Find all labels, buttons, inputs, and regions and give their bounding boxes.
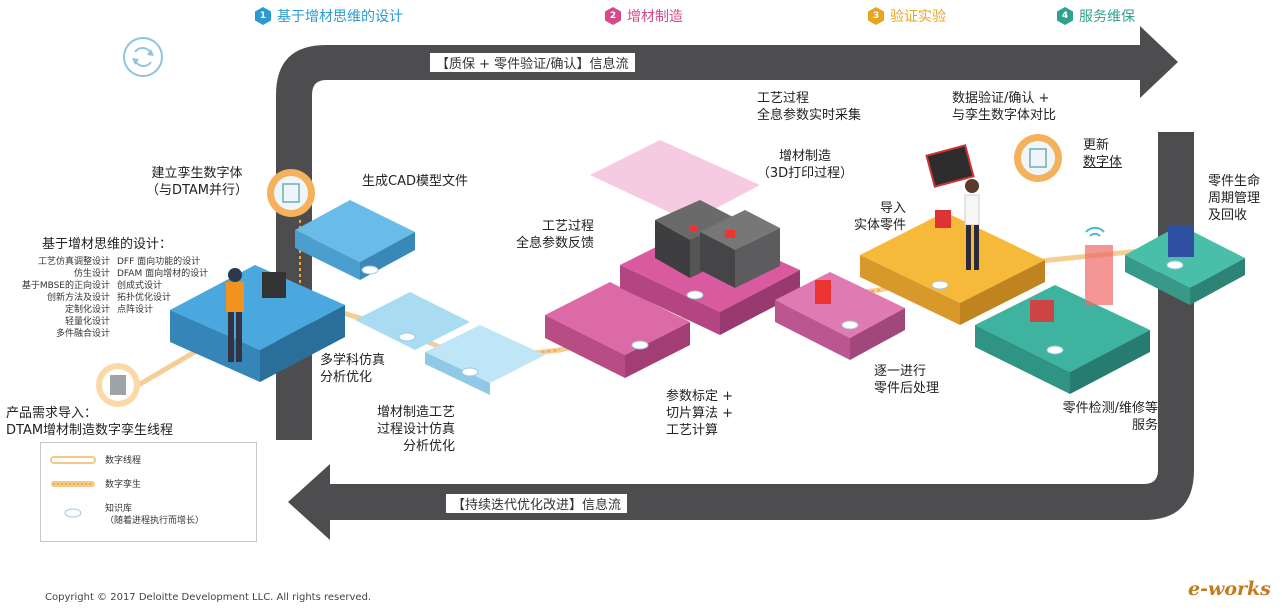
phase-2-cube-icon: 2: [605, 7, 621, 25]
post-process-label: 逐一进行零件后处理: [874, 364, 940, 396]
legend-swatches: [50, 456, 96, 518]
update-label: 更新数字体: [1083, 138, 1123, 170]
verify-platform: [860, 212, 1045, 303]
top-flow-label: 【质保 + 零件验证/确认】信息流: [430, 53, 635, 72]
phase-4-label: 服务维保: [1079, 9, 1135, 25]
refresh-icon: [123, 37, 163, 77]
multi-sim-label: 多学科仿真分析优化: [320, 353, 386, 385]
twin-label: 建立孪生数字体（与DTAM并行）: [145, 166, 249, 198]
inspect-label: 零件检测/维修等服务: [1062, 401, 1158, 433]
collect-label: 工艺过程全息参数实时采集: [757, 91, 862, 123]
feedback-label: 工艺过程全息参数反馈: [515, 219, 594, 251]
design-title: 基于增材思维的设计：: [42, 237, 173, 252]
top-flow-arrow: [276, 26, 1178, 220]
sim-platform: [355, 292, 470, 350]
design-platform: [170, 265, 345, 350]
phase-3-label: 验证实验: [890, 9, 946, 25]
print-label: 增材制造（3D打印过程）: [756, 149, 854, 181]
twin-orb-update: [1014, 134, 1062, 182]
phase-3-cube-icon: 3: [868, 7, 884, 25]
inspector-figure: [964, 194, 980, 226]
params-platform: [545, 282, 690, 355]
verify-label: 数据验证/确认 +与孪生数字体对比: [952, 91, 1057, 123]
wifi-icon: [1085, 226, 1105, 237]
collect-plane: [590, 140, 760, 222]
input-label: 产品需求导入：DTAM增材制造数字孪生线程: [6, 406, 174, 438]
legend-thread-label: 数字线程: [105, 456, 142, 466]
design-methods-right: DFF 面向功能的设计 DFAM 面向增材的设计 创成式设计 拓扑优化设计 点阵…: [117, 257, 209, 315]
post-platform: [775, 272, 905, 338]
design-screen: [262, 272, 286, 298]
import-label: 导入实体零件: [853, 201, 906, 233]
kb-markers: [361, 260, 1184, 377]
red-part: [1085, 245, 1113, 305]
phase-1: 1 基于增材思维的设计: [255, 4, 403, 28]
phase-4: 4 服务维保: [1057, 4, 1135, 28]
cad-label: 生成CAD模型文件: [362, 174, 468, 189]
cad-platform: [295, 200, 415, 262]
bottom-flow-arrow: [288, 132, 1194, 540]
printer-machines: [655, 200, 780, 288]
phase-1-cube-icon: 1: [255, 7, 271, 25]
lifecycle-label: 零件生命周期管理及回收: [1208, 174, 1261, 223]
phase-3: 3 验证实验: [868, 4, 946, 28]
am-process-label: 增材制造工艺过程设计仿真分析优化: [376, 405, 455, 454]
legend-twin-label: 数字孪生: [105, 480, 142, 490]
phase-2: 2 增材制造: [605, 4, 683, 28]
designer-figure: [226, 282, 244, 312]
twin-orb-input: [96, 363, 140, 407]
design-methods-left: 工艺仿真调整设计 仿生设计 基于MBSE的正向设计 创新方法及设计 定制化设计 …: [21, 257, 110, 339]
bottom-flow-label: 【持续迭代优化改进】信息流: [446, 494, 628, 513]
phase-2-label: 增材制造: [627, 9, 683, 25]
params-label: 参数标定 +切片算法 +工艺计算: [666, 389, 734, 438]
phase-1-label: 基于增材思维的设计: [277, 9, 403, 25]
legend-kb-label: 知识库（随着进程执行而增长）: [105, 504, 205, 526]
verify-screen: [925, 144, 975, 188]
e-works-logo: e-works: [1188, 578, 1271, 600]
recycle-bin: [1168, 225, 1194, 257]
twin-orb-design: [267, 169, 315, 217]
copyright: Copyright © 2017 Deloitte Development LL…: [45, 592, 372, 603]
phase-4-cube-icon: 4: [1057, 7, 1073, 25]
legend: 数字线程 数字孪生 知识库（随着进程执行而增长）: [40, 442, 257, 542]
inspect-platform: [975, 285, 1150, 372]
